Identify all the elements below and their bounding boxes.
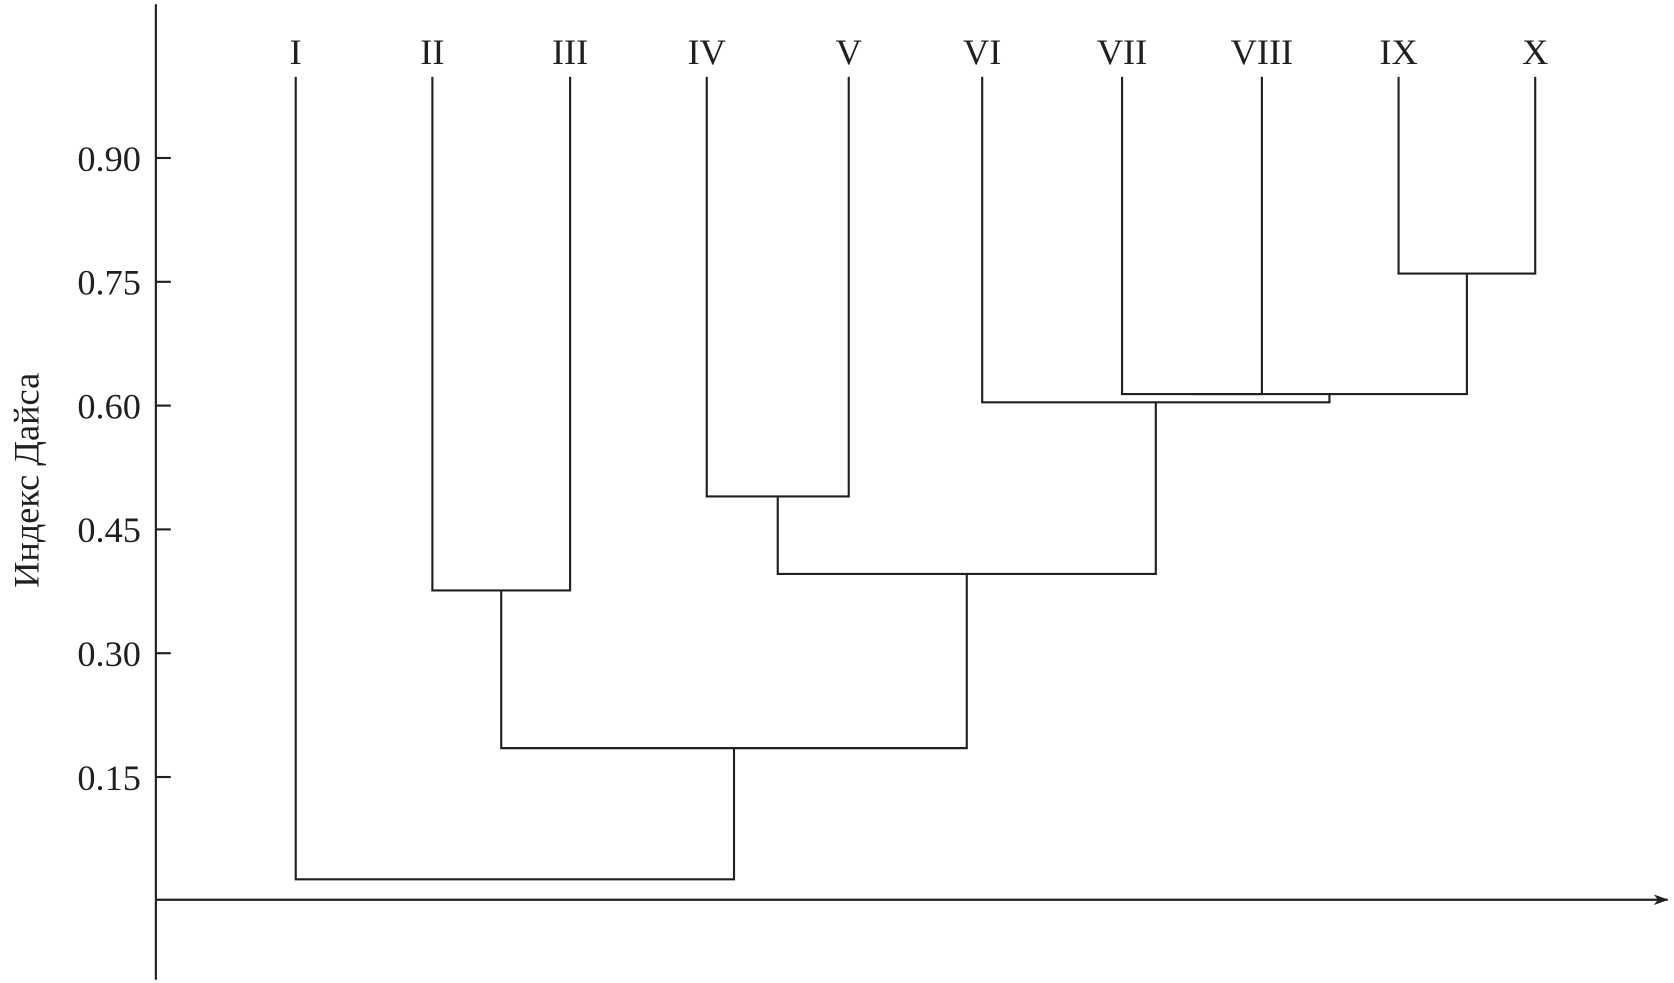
y-axis-label: Индекс Дайса [6,373,46,588]
dendrogram-link [1191,273,1468,396]
leaf-label: IX [1379,32,1417,72]
dendrogram-link [705,76,850,498]
y-tick-label: 0.60 [77,386,141,426]
dendrogram-link [981,76,1331,404]
leaf-label: IV [688,32,726,72]
y-tick-label: 0.30 [77,634,141,674]
dendrogram-link [431,76,572,592]
leaf-label: VIII [1231,32,1293,72]
y-tick-label: 0.15 [77,758,141,798]
leaf-label: III [552,32,588,72]
y-tick-label: 0.90 [77,139,141,179]
leaf-label: V [836,32,862,72]
leaf-label: VII [1097,32,1147,72]
dendrogram-link [1397,76,1537,275]
leaf-label: I [290,32,302,72]
y-tick-label: 0.45 [77,510,141,550]
y-tick-label: 0.75 [77,263,141,303]
dendrogram-link [776,402,1157,576]
leaf-label: VI [963,32,1001,72]
dendrogram-link [294,76,736,881]
dendrogram-link [500,573,968,750]
dendrogram-link [1120,76,1263,396]
leaf-label: II [420,32,444,72]
leaf-label: X [1522,32,1548,72]
